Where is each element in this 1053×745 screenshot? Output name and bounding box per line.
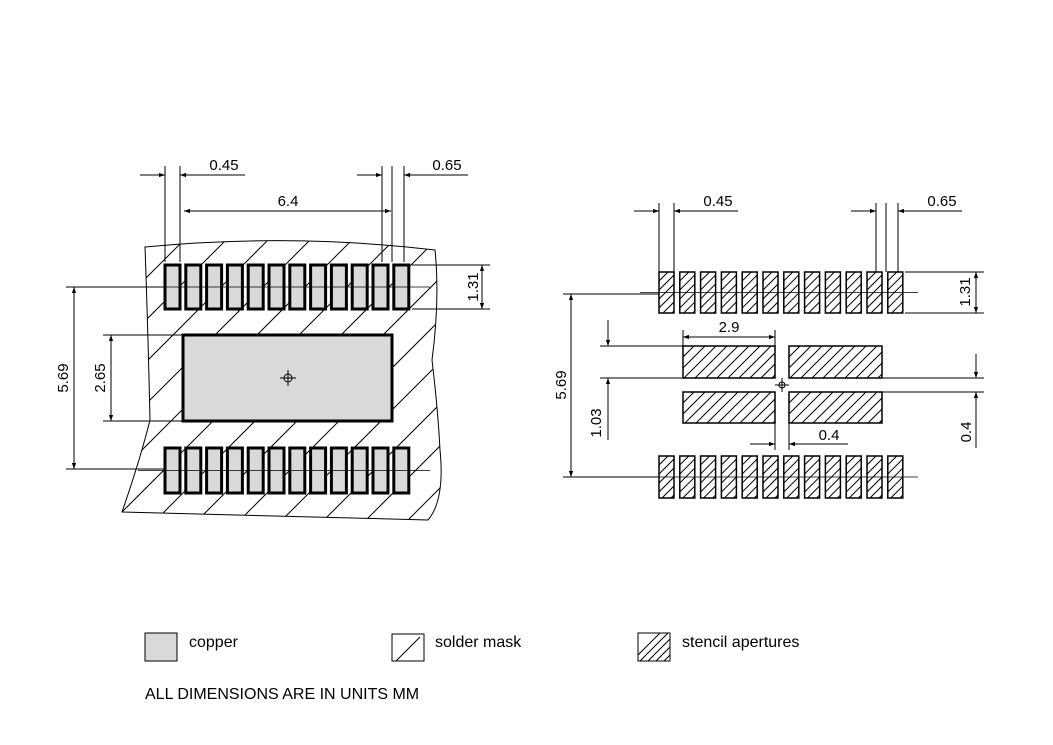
right-dim-aperture-width-label: 2.9 xyxy=(719,319,740,336)
right-dim-row-span xyxy=(563,293,659,478)
left-view: 0.45 0.65 6.4 1.31 5.6 xyxy=(55,157,490,521)
right-view: 0.45 0.65 1.31 5.69 xyxy=(553,193,984,499)
right-dim-aperture-width xyxy=(682,330,776,346)
left-dim-pad-width-label: 0.45 xyxy=(209,157,238,174)
left-dim-row-span-label: 5.69 xyxy=(55,363,72,392)
legend-copper-label: copper xyxy=(189,634,238,651)
right-dim-row-span-label: 5.69 xyxy=(553,370,570,399)
right-aperture-row-bottom xyxy=(640,455,918,499)
right-dim-gap-horizontal-label: 0.4 xyxy=(819,427,840,444)
right-dim-pitch xyxy=(851,203,962,272)
right-dim-pad-width xyxy=(634,203,738,272)
left-dim-span-label: 6.4 xyxy=(278,193,299,210)
legend-stencil-label: stencil apertures xyxy=(682,634,800,651)
legend-solder-mask-swatch xyxy=(391,633,425,662)
legend-stencil-swatch xyxy=(637,632,671,662)
left-dim-pitch-label: 0.65 xyxy=(432,157,461,174)
right-aperture-row-top xyxy=(640,271,918,314)
left-center-mark xyxy=(280,370,296,386)
left-dim-pad-width xyxy=(140,166,245,262)
right-dim-pad-length-label: 1.31 xyxy=(957,277,974,306)
left-dim-thermal-height xyxy=(103,334,183,422)
right-dim-gap-vertical xyxy=(882,354,984,448)
right-center-mark xyxy=(775,378,789,392)
thermal-aperture-bottom-left xyxy=(682,391,776,424)
thermal-aperture-bottom-right xyxy=(788,391,883,424)
thermal-aperture-top-left xyxy=(682,345,776,379)
right-dim-gap-horizontal xyxy=(750,423,848,450)
legend-solder-mask-label: solder mask xyxy=(435,634,522,651)
legend-copper-swatch xyxy=(144,632,178,662)
left-dim-thermal-height-label: 2.65 xyxy=(92,363,109,392)
right-dim-aperture-span xyxy=(600,320,683,440)
left-pad-row-bottom xyxy=(138,446,430,495)
left-dim-row-span xyxy=(66,286,165,470)
right-dim-pitch-label: 0.65 xyxy=(927,193,956,210)
left-dim-pitch xyxy=(357,166,468,262)
units-note: ALL DIMENSIONS ARE IN UNITS MM xyxy=(145,686,420,703)
right-dim-aperture-span-label: 1.03 xyxy=(588,408,605,437)
thermal-aperture-top-right xyxy=(788,345,883,379)
right-dim-pad-length xyxy=(905,271,984,314)
left-dim-pad-length-label: 1.31 xyxy=(465,272,482,301)
right-dim-gap-vertical-label: 0.4 xyxy=(958,422,975,443)
right-dim-pad-width-label: 0.45 xyxy=(703,193,732,210)
left-dim-pad-length xyxy=(412,264,490,310)
left-pad-row-top xyxy=(138,263,430,311)
